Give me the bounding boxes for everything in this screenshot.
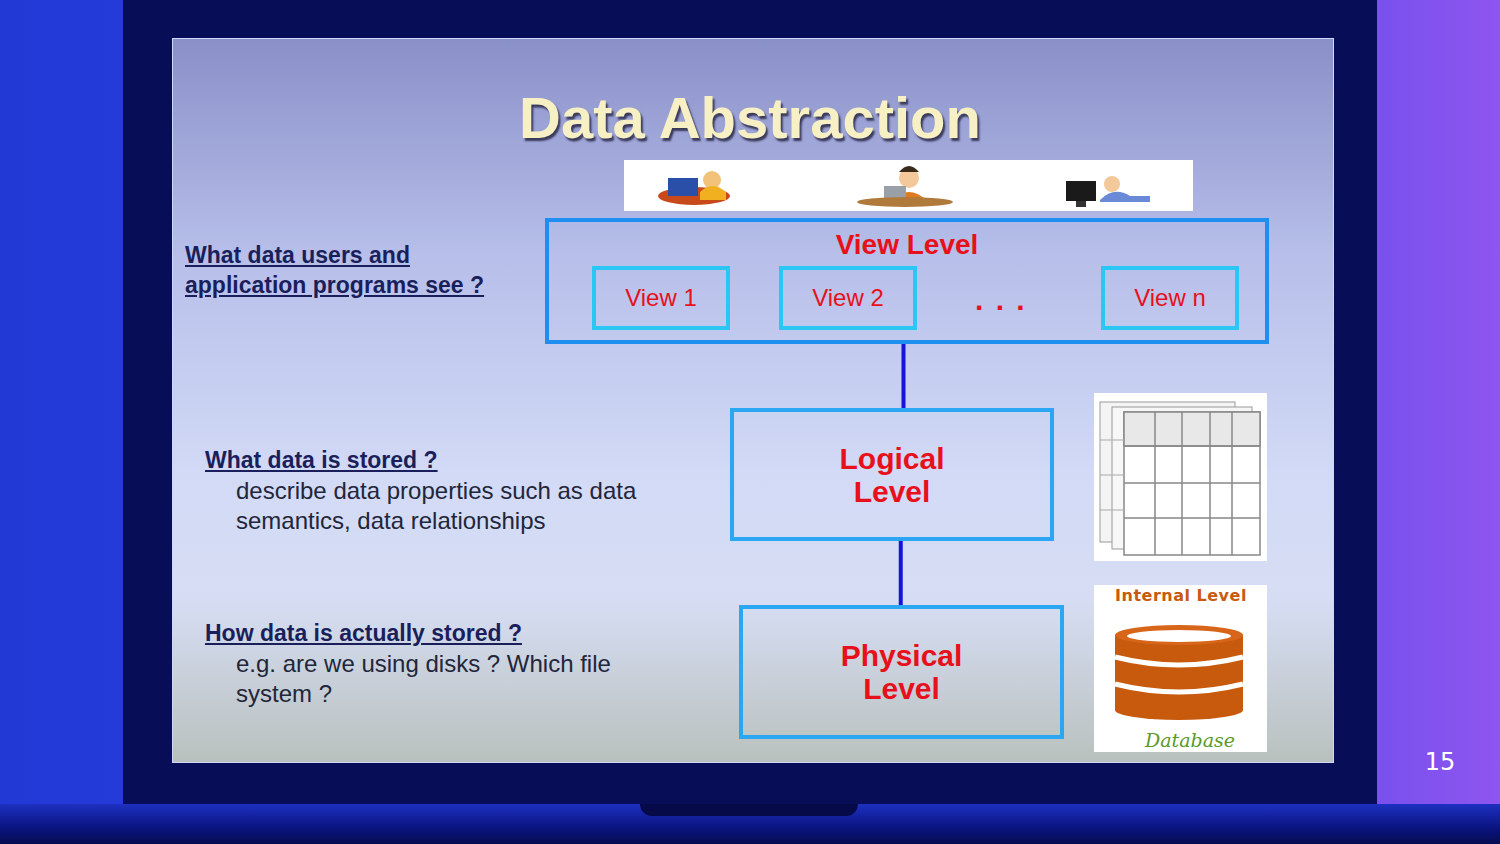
view-box: View 1 <box>592 266 730 330</box>
laptop-notch <box>640 804 858 816</box>
view-box: View n <box>1101 266 1239 330</box>
box-label: Logical Level <box>812 442 972 508</box>
slide-title: Data Abstraction <box>350 84 1150 151</box>
icon-strip <box>624 160 1193 211</box>
view-box: View 2 <box>779 266 917 330</box>
user-icon <box>857 166 953 207</box>
box-label: View n <box>1134 285 1206 311</box>
question-label: What data users and application programs… <box>185 240 515 300</box>
description-label: e.g. are we using disks ? Which file sys… <box>236 649 671 709</box>
question-label: How data is actually stored ? <box>205 620 645 647</box>
connector-line <box>899 541 903 605</box>
user-icon <box>658 171 730 205</box>
box-label: Physical Level <box>822 639 982 705</box>
picture-caption: Database <box>1120 729 1260 751</box>
view-level-box: View LevelView 1 View 2 View n <box>545 218 1269 344</box>
description-label: describe data properties such as data se… <box>236 476 691 536</box>
physical-level-box: Physical Level <box>739 605 1064 739</box>
connector-line <box>902 344 906 408</box>
question-label: What data is stored ? <box>205 447 625 474</box>
box-label: View 1 <box>625 285 697 311</box>
box-label: View 2 <box>812 285 884 311</box>
table-picture <box>1094 393 1267 561</box>
user-icon <box>1066 176 1150 207</box>
picture-caption: Internal Level <box>1096 586 1266 605</box>
page-number: 15 <box>1410 748 1470 776</box>
box-label: View Level <box>836 230 979 261</box>
logical-level-box: Logical Level <box>730 408 1054 541</box>
database-picture <box>1094 585 1267 752</box>
ellipsis: . . . <box>975 283 1055 317</box>
